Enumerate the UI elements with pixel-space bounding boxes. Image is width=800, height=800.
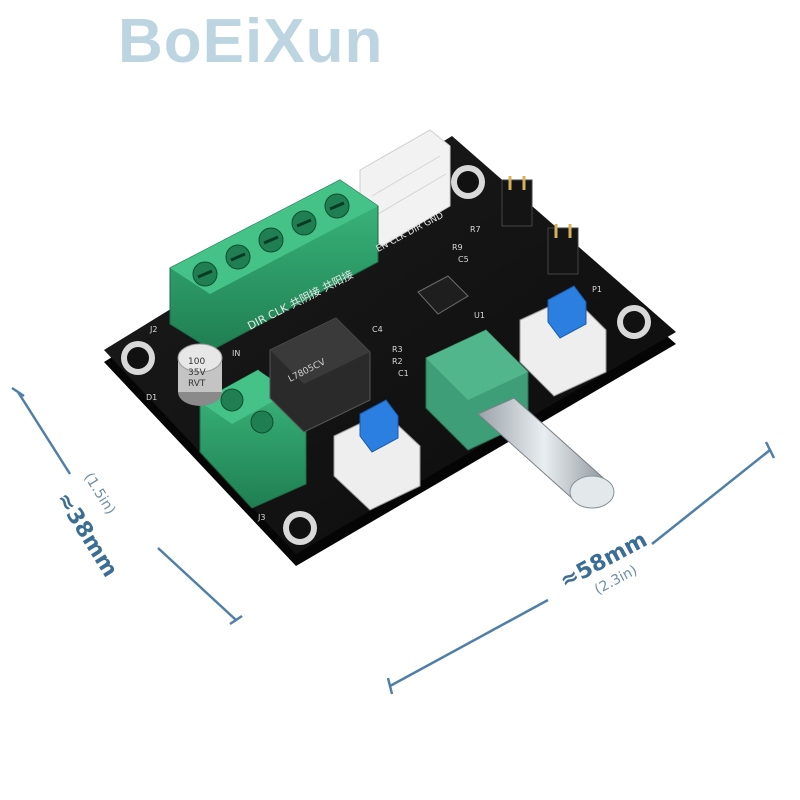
ref-c4: C4 bbox=[372, 325, 383, 334]
ref-u1: U1 bbox=[474, 311, 485, 320]
push-button bbox=[333, 399, 421, 511]
ref-in: IN bbox=[232, 349, 240, 358]
mounting-hole bbox=[451, 165, 485, 199]
ref-r7: R7 bbox=[470, 225, 481, 234]
motor-terminal-block bbox=[169, 179, 379, 351]
push-button bbox=[519, 285, 607, 397]
driver-ic bbox=[417, 275, 469, 315]
ref-p1: P1 bbox=[592, 285, 602, 294]
potentiometer bbox=[425, 329, 615, 509]
silkscreen-cap-line-1: 100 bbox=[188, 357, 205, 367]
silkscreen-refs: J2 D1 C4 R3 R2 C1 U1 R7 R9 C5 P1 J3 IN bbox=[146, 225, 602, 522]
electrolytic-capacitor bbox=[177, 343, 223, 406]
silkscreen-cap-line-2: 35V bbox=[188, 368, 206, 378]
height-dimension-line bbox=[11, 386, 243, 626]
silkscreen-cap-line-3: RVT bbox=[188, 379, 206, 389]
ref-j3: J3 bbox=[257, 513, 265, 522]
ref-r2: R2 bbox=[392, 357, 403, 366]
ref-j2: J2 bbox=[149, 325, 157, 334]
ref-c1: C1 bbox=[398, 369, 409, 378]
mounting-hole bbox=[283, 511, 317, 545]
jumper-headers bbox=[501, 176, 579, 275]
ref-c5: C5 bbox=[458, 255, 469, 264]
mounting-hole bbox=[121, 341, 155, 375]
mounting-hole bbox=[617, 305, 651, 339]
width-dimension-line bbox=[386, 441, 776, 695]
ref-r3: R3 bbox=[392, 345, 403, 354]
ref-r9: R9 bbox=[452, 243, 463, 252]
brand-watermark: BoEiXun bbox=[118, 7, 384, 76]
ref-d1: D1 bbox=[146, 393, 157, 402]
voltage-regulator bbox=[269, 317, 371, 433]
